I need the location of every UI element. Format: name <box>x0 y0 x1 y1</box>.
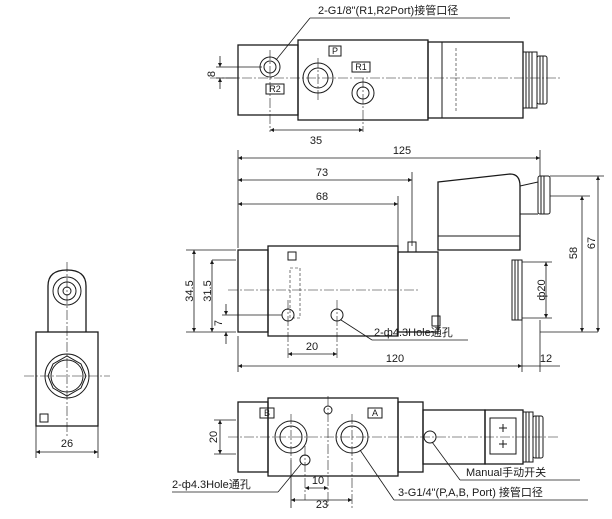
side-connector-circle <box>52 276 82 306</box>
dim-8: 8 <box>206 71 218 77</box>
dim-67: 67 <box>586 237 598 249</box>
port-r2-label: R2 <box>269 84 281 94</box>
top-ports-note: 2-G1/8"(R1,R2Port)接管口径 <box>318 3 458 17</box>
dim-phi20: ф20 <box>536 279 548 300</box>
bottom-mount-note: 2-ф4.3Hole通孔 <box>172 478 251 491</box>
dim-26: 26 <box>61 438 73 450</box>
dim-125: 125 <box>393 145 411 157</box>
port-a-label: A <box>372 408 378 418</box>
front-coil <box>437 173 521 251</box>
top-connector <box>522 51 538 109</box>
port-a-box <box>367 407 383 419</box>
port-p-label: P <box>332 46 338 56</box>
port-r1-label: R1 <box>355 62 367 72</box>
dim-68: 68 <box>316 191 328 203</box>
dim-34-5: 34.5 <box>184 280 196 301</box>
port-r1-box <box>351 61 371 73</box>
dim-31-5: 31.5 <box>202 280 214 301</box>
dim-120: 120 <box>386 353 404 365</box>
side-view: 26 <box>24 262 110 458</box>
port-p-box <box>328 45 342 57</box>
main-ports-note: 3-G1/4"(P,A,B, Port) 接管口径 <box>398 485 543 499</box>
bottom-view: B A 20 10 23 2-ф4.3Hole通孔 Manual手动开关 <box>172 396 588 511</box>
dim-23: 23 <box>316 499 328 511</box>
manual-note: Manual手动开关 <box>466 465 546 479</box>
top-view: P R1 R2 2-G1/8"(R1,R2Port)接管口径 8 35 <box>206 3 560 147</box>
port-b-label: B <box>264 408 270 418</box>
dim-20-front: 20 <box>306 341 318 353</box>
top-left-plate <box>237 44 299 116</box>
dim-73: 73 <box>316 167 328 179</box>
dim-58: 58 <box>568 247 580 259</box>
port-r2-box <box>265 83 285 95</box>
front-mount-note: 2-ф4.3Hole通孔 <box>374 326 453 339</box>
dim-10: 10 <box>312 475 324 487</box>
port-b-box <box>259 407 275 419</box>
dim-20-bottom: 20 <box>208 431 220 443</box>
dim-12: 12 <box>540 353 552 365</box>
front-solenoid-neck <box>397 251 439 333</box>
front-left-cap <box>237 249 269 333</box>
dim-35: 35 <box>310 135 322 147</box>
dim-7: 7 <box>213 320 225 326</box>
front-cable-gland <box>511 259 523 321</box>
front-view: 125 73 68 34.5 31.5 7 20 120 12 2-ф4.3Ho… <box>184 145 604 372</box>
